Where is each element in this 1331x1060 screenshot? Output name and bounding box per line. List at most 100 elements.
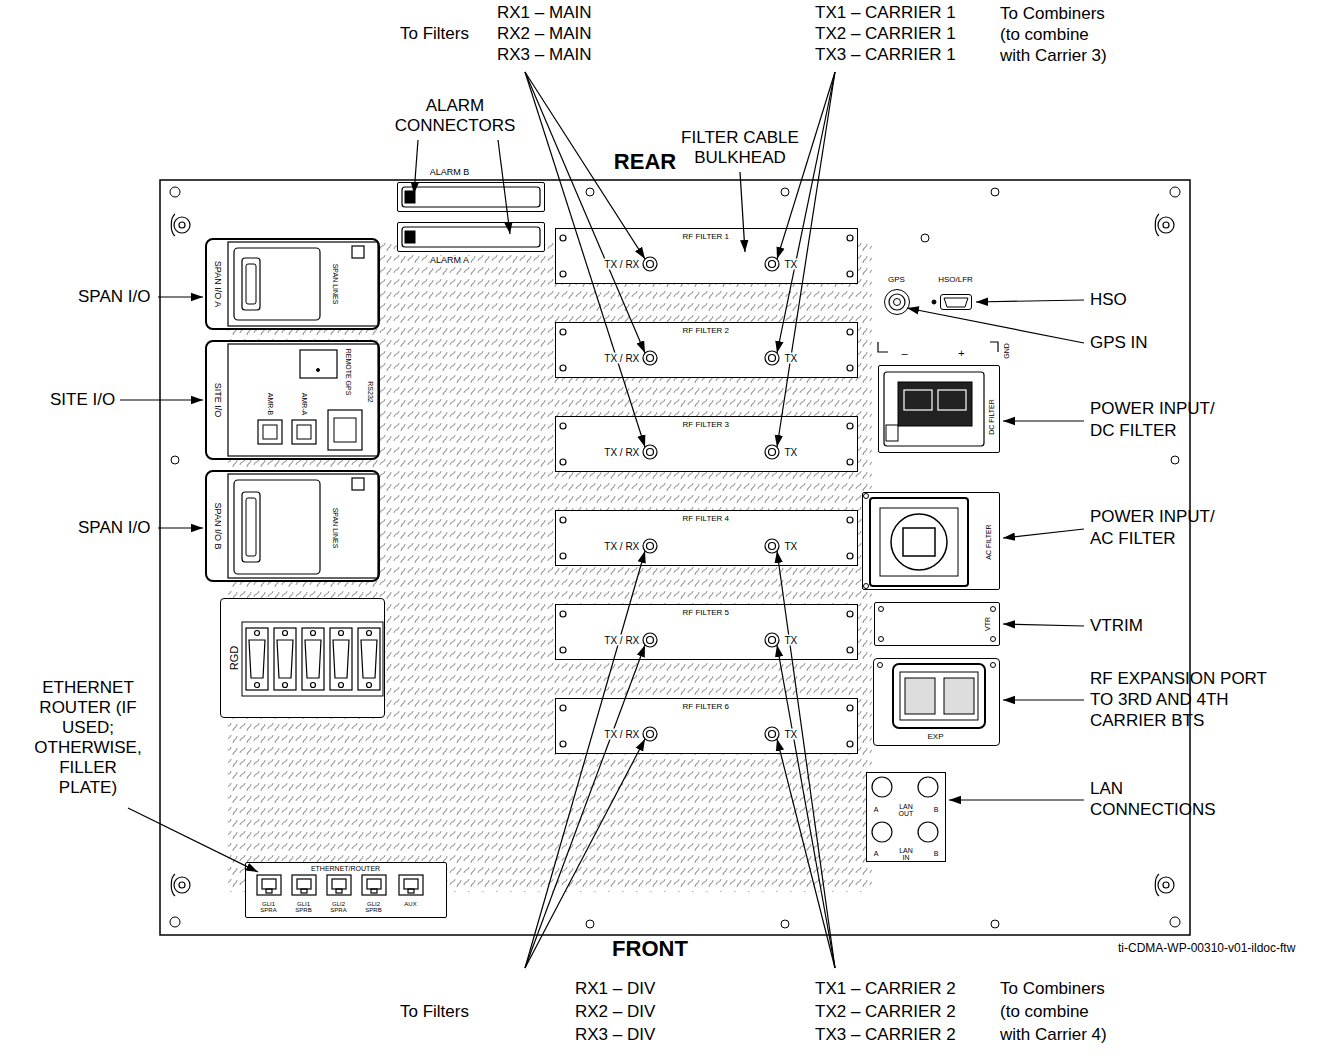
callout-label: ALARM CONNECTORS — [390, 96, 520, 136]
callout-label: SITE I/O — [50, 390, 115, 410]
rf-expansion-port: EXP — [873, 658, 1000, 746]
rf-filter-bulkhead: RF FILTER 1 TX / RX TX — [555, 228, 858, 284]
part-label: TX / RX — [603, 540, 640, 551]
part-label: ETHERNET/ROUTER — [311, 865, 380, 873]
part-label: REMOTE GPS — [344, 348, 352, 395]
part-label: TX — [783, 258, 798, 269]
part-label: SITE I/O — [212, 382, 222, 417]
part-label: B — [934, 850, 939, 858]
part-label: A — [874, 850, 879, 858]
callout-label: To Combiners (to combine with Carrier 4) — [1000, 977, 1116, 1046]
part-label: TX / RX — [603, 258, 640, 269]
part-label: TX — [783, 634, 798, 645]
callout-label: RX3 – MAIN — [497, 45, 591, 65]
callout-label: FRONT — [612, 937, 688, 961]
callout-label: SPAN I/O — [78, 518, 150, 538]
vtrim-plate: VTR — [874, 602, 1000, 646]
rgd-panel: RGD — [220, 598, 385, 718]
part-label: RS232 — [366, 381, 374, 402]
callout-label: RX1 – DIV — [575, 977, 655, 1000]
ac-filter: AC FILTER — [862, 492, 1000, 590]
hso-connector: HSO/LFR — [940, 294, 972, 310]
part-label: GPS — [888, 275, 905, 284]
ethernet-router-panel: ETHERNET/ROUTER GLI1 SPRA GLI1 SPRB GLI2 SP… — [245, 862, 447, 918]
callout-label: TX2 – CARRIER 1 — [815, 24, 956, 44]
part-label: SPAN LINES — [331, 507, 339, 548]
part-label: RF FILTER 6 — [683, 702, 730, 711]
callout-label: GPS IN — [1090, 333, 1148, 353]
part-label: RGD — [228, 646, 240, 670]
callout-label: POWER INPUT/ AC FILTER — [1090, 506, 1230, 550]
callout-label: RX3 – DIV — [575, 1023, 655, 1046]
rf-filter-bulkhead: RF FILTER 3 TX / RX TX — [555, 416, 858, 472]
callout-label: LAN CONNECTIONS — [1090, 778, 1230, 820]
part-label: GLI1 SPRB — [291, 901, 317, 913]
site-io-panel: SITE I/O REMOTE GPS AMR-B AMR-A RS232 — [205, 340, 380, 460]
callout-label: TX3 – CARRIER 2 — [815, 1023, 956, 1046]
part-label: GLI1 SPRA — [256, 901, 282, 913]
callout-label: ti-CDMA-WP-00310-v01-ildoc-ftw — [1118, 941, 1295, 955]
part-label: ALARM A — [429, 256, 470, 266]
callout-label: RX2 – MAIN — [497, 24, 591, 44]
span-io-panel: SPAN I/O BSPAN LINES — [205, 470, 380, 582]
part-label: EXP — [927, 732, 943, 741]
part-label: A — [874, 806, 879, 814]
part-label: + — [958, 346, 964, 358]
callout-label: POWER INPUT/ DC FILTER — [1090, 398, 1230, 442]
part-label: TX — [783, 352, 798, 363]
callout-label: FILTER CABLE BULKHEAD — [670, 128, 810, 168]
callout-label: TX1 – CARRIER 2 — [815, 977, 956, 1000]
part-label: TX — [783, 446, 798, 457]
part-label: SPAN LINES — [331, 263, 339, 304]
part-label: LAN OUT — [896, 803, 916, 817]
callout-label: To Filters — [400, 1000, 469, 1023]
part-label: AMR-B — [266, 392, 274, 415]
span-io-panel: SPAN I/O A SPAN LINES — [205, 238, 380, 330]
part-label: RF FILTER 1 — [683, 232, 730, 241]
callout-label: RX1 – MAIN — [497, 3, 591, 23]
part-label: TX / RX — [603, 634, 640, 645]
part-label: AUX — [404, 900, 416, 907]
dc-filter: –+GNDDC FILTER — [878, 365, 1000, 453]
part-label: DC FILTER — [988, 399, 996, 435]
rf-filter-bulkhead: RF FILTER 5 TX / RX TX — [555, 604, 858, 660]
rf-filter-bulkhead: RF FILTER 4 TX / RX TX — [555, 510, 858, 566]
part-label: RF FILTER 2 — [683, 326, 730, 335]
part-label: AMR-A — [300, 392, 308, 415]
part-label: – — [901, 346, 907, 358]
callout-label: To Combiners (to combine with Carrier 3) — [1000, 3, 1116, 66]
part-label: GLI2 SPRA — [326, 901, 352, 913]
lan-connector-panel: ALAN OUTBALAN INB — [866, 772, 946, 862]
part-label: B — [934, 806, 939, 814]
part-label: TX / RX — [603, 728, 640, 739]
part-label: GLI2 SPRB — [361, 901, 387, 913]
callout-label: ETHERNET ROUTER (IF USED; OTHERWISE, FIL… — [31, 678, 145, 798]
callout-label: HSO — [1090, 290, 1127, 310]
callout-label: To Filters — [400, 24, 469, 44]
part-label: TX — [783, 540, 798, 551]
gps-connector: GPS — [884, 289, 910, 315]
callout-label: TX2 – CARRIER 2 — [815, 1000, 956, 1023]
callout-label: REAR — [614, 150, 676, 174]
part-label: VTR — [984, 617, 992, 631]
alarm-connector: ALARM B — [397, 182, 545, 212]
part-label: HSO/LFR — [938, 275, 973, 284]
part-label: RF FILTER 3 — [683, 420, 730, 429]
part-label: ALARM B — [430, 168, 470, 178]
part-label: SPAN I/O A — [212, 260, 222, 306]
part-label: RF FILTER 5 — [683, 608, 730, 617]
callout-label: VTRIM — [1090, 616, 1143, 636]
callout-label: TX3 – CARRIER 1 — [815, 45, 956, 65]
part-label: TX / RX — [603, 446, 640, 457]
part-label: RF FILTER 4 — [683, 514, 730, 523]
rf-filter-bulkhead: RF FILTER 6 TX / RX TX — [555, 698, 858, 754]
alarm-connector: ALARM A — [397, 222, 545, 252]
part-label: TX — [783, 728, 798, 739]
part-label: TX / RX — [603, 352, 640, 363]
rf-filter-bulkhead: RF FILTER 2 TX / RX TX — [555, 322, 858, 378]
callout-label: RF EXPANSION PORT TO 3RD AND 4TH CARRIER… — [1090, 668, 1290, 731]
part-label: GND — [1003, 343, 1011, 359]
callout-label: SPAN I/O — [78, 287, 150, 307]
callout-label: RX2 – DIV — [575, 1000, 655, 1023]
